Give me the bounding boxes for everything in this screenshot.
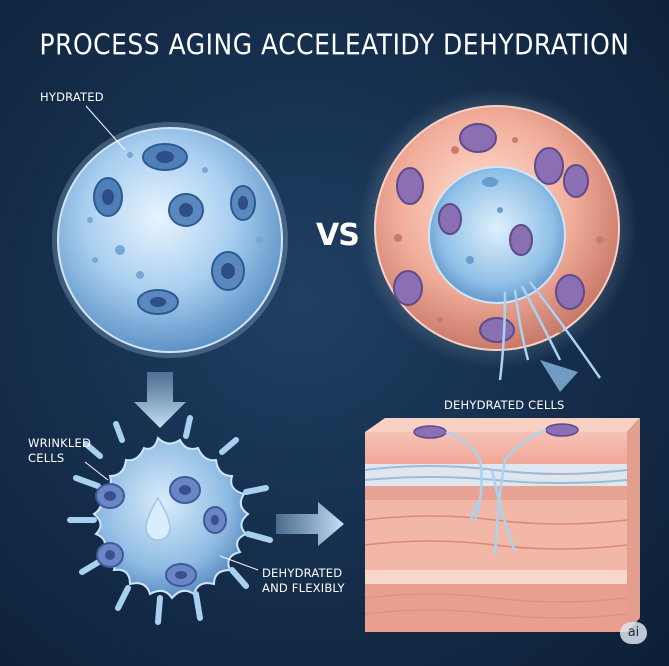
wrinkled-label-line2: CELLS [28,451,65,465]
page-title: PROCESS AGING ACCELEATIDY DEHYDRATION [39,27,630,62]
ai-badge: ai [620,622,647,644]
hydrated-pointer-line [85,105,126,151]
hydrated-label: HYDRATED [40,90,104,104]
hydrated-cell [52,122,288,358]
wrinkled-label-line1: WRINKLED [28,436,92,450]
wrinkled-cell [67,415,273,625]
dehydrated-cell [357,88,637,392]
down-arrow-icon [134,372,186,428]
skin-cross-section [364,418,640,632]
wrinkled-pointer-line [84,461,109,481]
wrinkled-cells-label: WRINKLED CELLS [28,436,91,466]
water-drop-icon [145,496,171,541]
right-arrow-icon [276,502,344,546]
flexibly-label-line2: AND FLEXIBLY [262,581,345,595]
flexibly-label-line1: DEHYDRATED [262,566,343,580]
flexibly-pointer-line [219,555,259,571]
vs-label: VS [316,218,360,253]
dehydrated-cells-label: DEHYDRATED CELLS [444,398,565,412]
dehydrated-flexibly-label: DEHYDRATED AND FLEXIBLY [262,566,345,596]
